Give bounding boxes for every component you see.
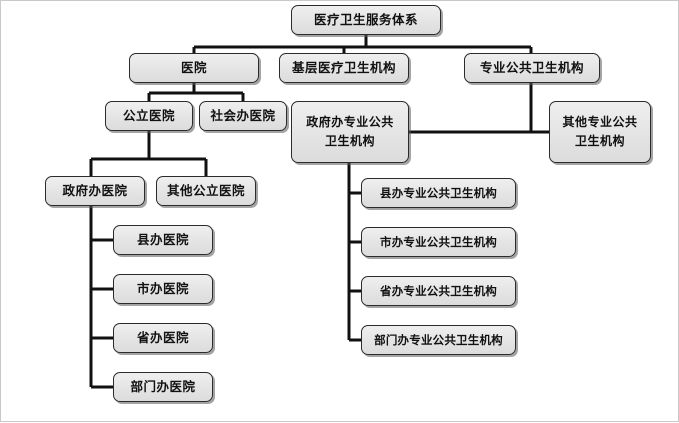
node-provincial-public-health[interactable]: 省办专业公共卫生机构 xyxy=(361,276,516,306)
node-label: 县办医院 xyxy=(136,231,189,247)
node-label: 基层医疗卫生机构 xyxy=(291,59,396,75)
node-hospital[interactable]: 医院 xyxy=(129,53,259,83)
node-label: 公立医院 xyxy=(122,107,175,123)
node-label: 专业公共卫生机构 xyxy=(479,59,584,75)
node-provincial-hospital[interactable]: 省办医院 xyxy=(113,323,213,353)
node-department-public-health[interactable]: 部门办专业公共卫生机构 xyxy=(361,325,516,355)
node-label: 省办医院 xyxy=(136,329,189,345)
node-gov-hospital[interactable]: 政府办医院 xyxy=(45,176,145,206)
node-label: 市办医院 xyxy=(136,280,189,296)
node-county-hospital[interactable]: 县办医院 xyxy=(113,225,213,255)
node-label: 省办专业公共卫生机构 xyxy=(380,283,497,298)
node-gov-public-health[interactable]: 政府办专业公共 卫生机构 xyxy=(291,101,409,163)
node-label: 县办专业公共卫生机构 xyxy=(380,185,497,200)
node-city-hospital[interactable]: 市办医院 xyxy=(113,274,213,304)
node-primary-care[interactable]: 基层医疗卫生机构 xyxy=(279,53,409,83)
node-social-hospital[interactable]: 社会办医院 xyxy=(199,101,287,131)
node-label: 社会办医院 xyxy=(210,107,276,123)
node-county-public-health[interactable]: 县办专业公共卫生机构 xyxy=(361,178,516,208)
node-public-hospital[interactable]: 公立医院 xyxy=(105,101,193,131)
node-department-hospital[interactable]: 部门办医院 xyxy=(113,372,213,402)
node-label: 医疗卫生服务体系 xyxy=(313,11,418,27)
node-label: 其他公立医院 xyxy=(166,182,245,198)
node-public-health[interactable]: 专业公共卫生机构 xyxy=(464,53,600,83)
node-label: 医院 xyxy=(180,59,207,75)
node-other-public-health[interactable]: 其他专业公共 卫生机构 xyxy=(549,101,651,163)
node-label: 市办专业公共卫生机构 xyxy=(380,234,497,249)
node-label: 其他专业公共 卫生机构 xyxy=(562,114,638,148)
node-label: 政府办专业公共 卫生机构 xyxy=(306,114,394,148)
node-other-public-hospital[interactable]: 其他公立医院 xyxy=(156,176,256,206)
node-label: 部门办专业公共卫生机构 xyxy=(374,332,503,347)
node-label: 政府办医院 xyxy=(62,182,128,198)
node-label: 部门办医院 xyxy=(130,378,196,394)
node-root[interactable]: 医疗卫生服务体系 xyxy=(291,5,441,35)
node-city-public-health[interactable]: 市办专业公共卫生机构 xyxy=(361,227,516,257)
